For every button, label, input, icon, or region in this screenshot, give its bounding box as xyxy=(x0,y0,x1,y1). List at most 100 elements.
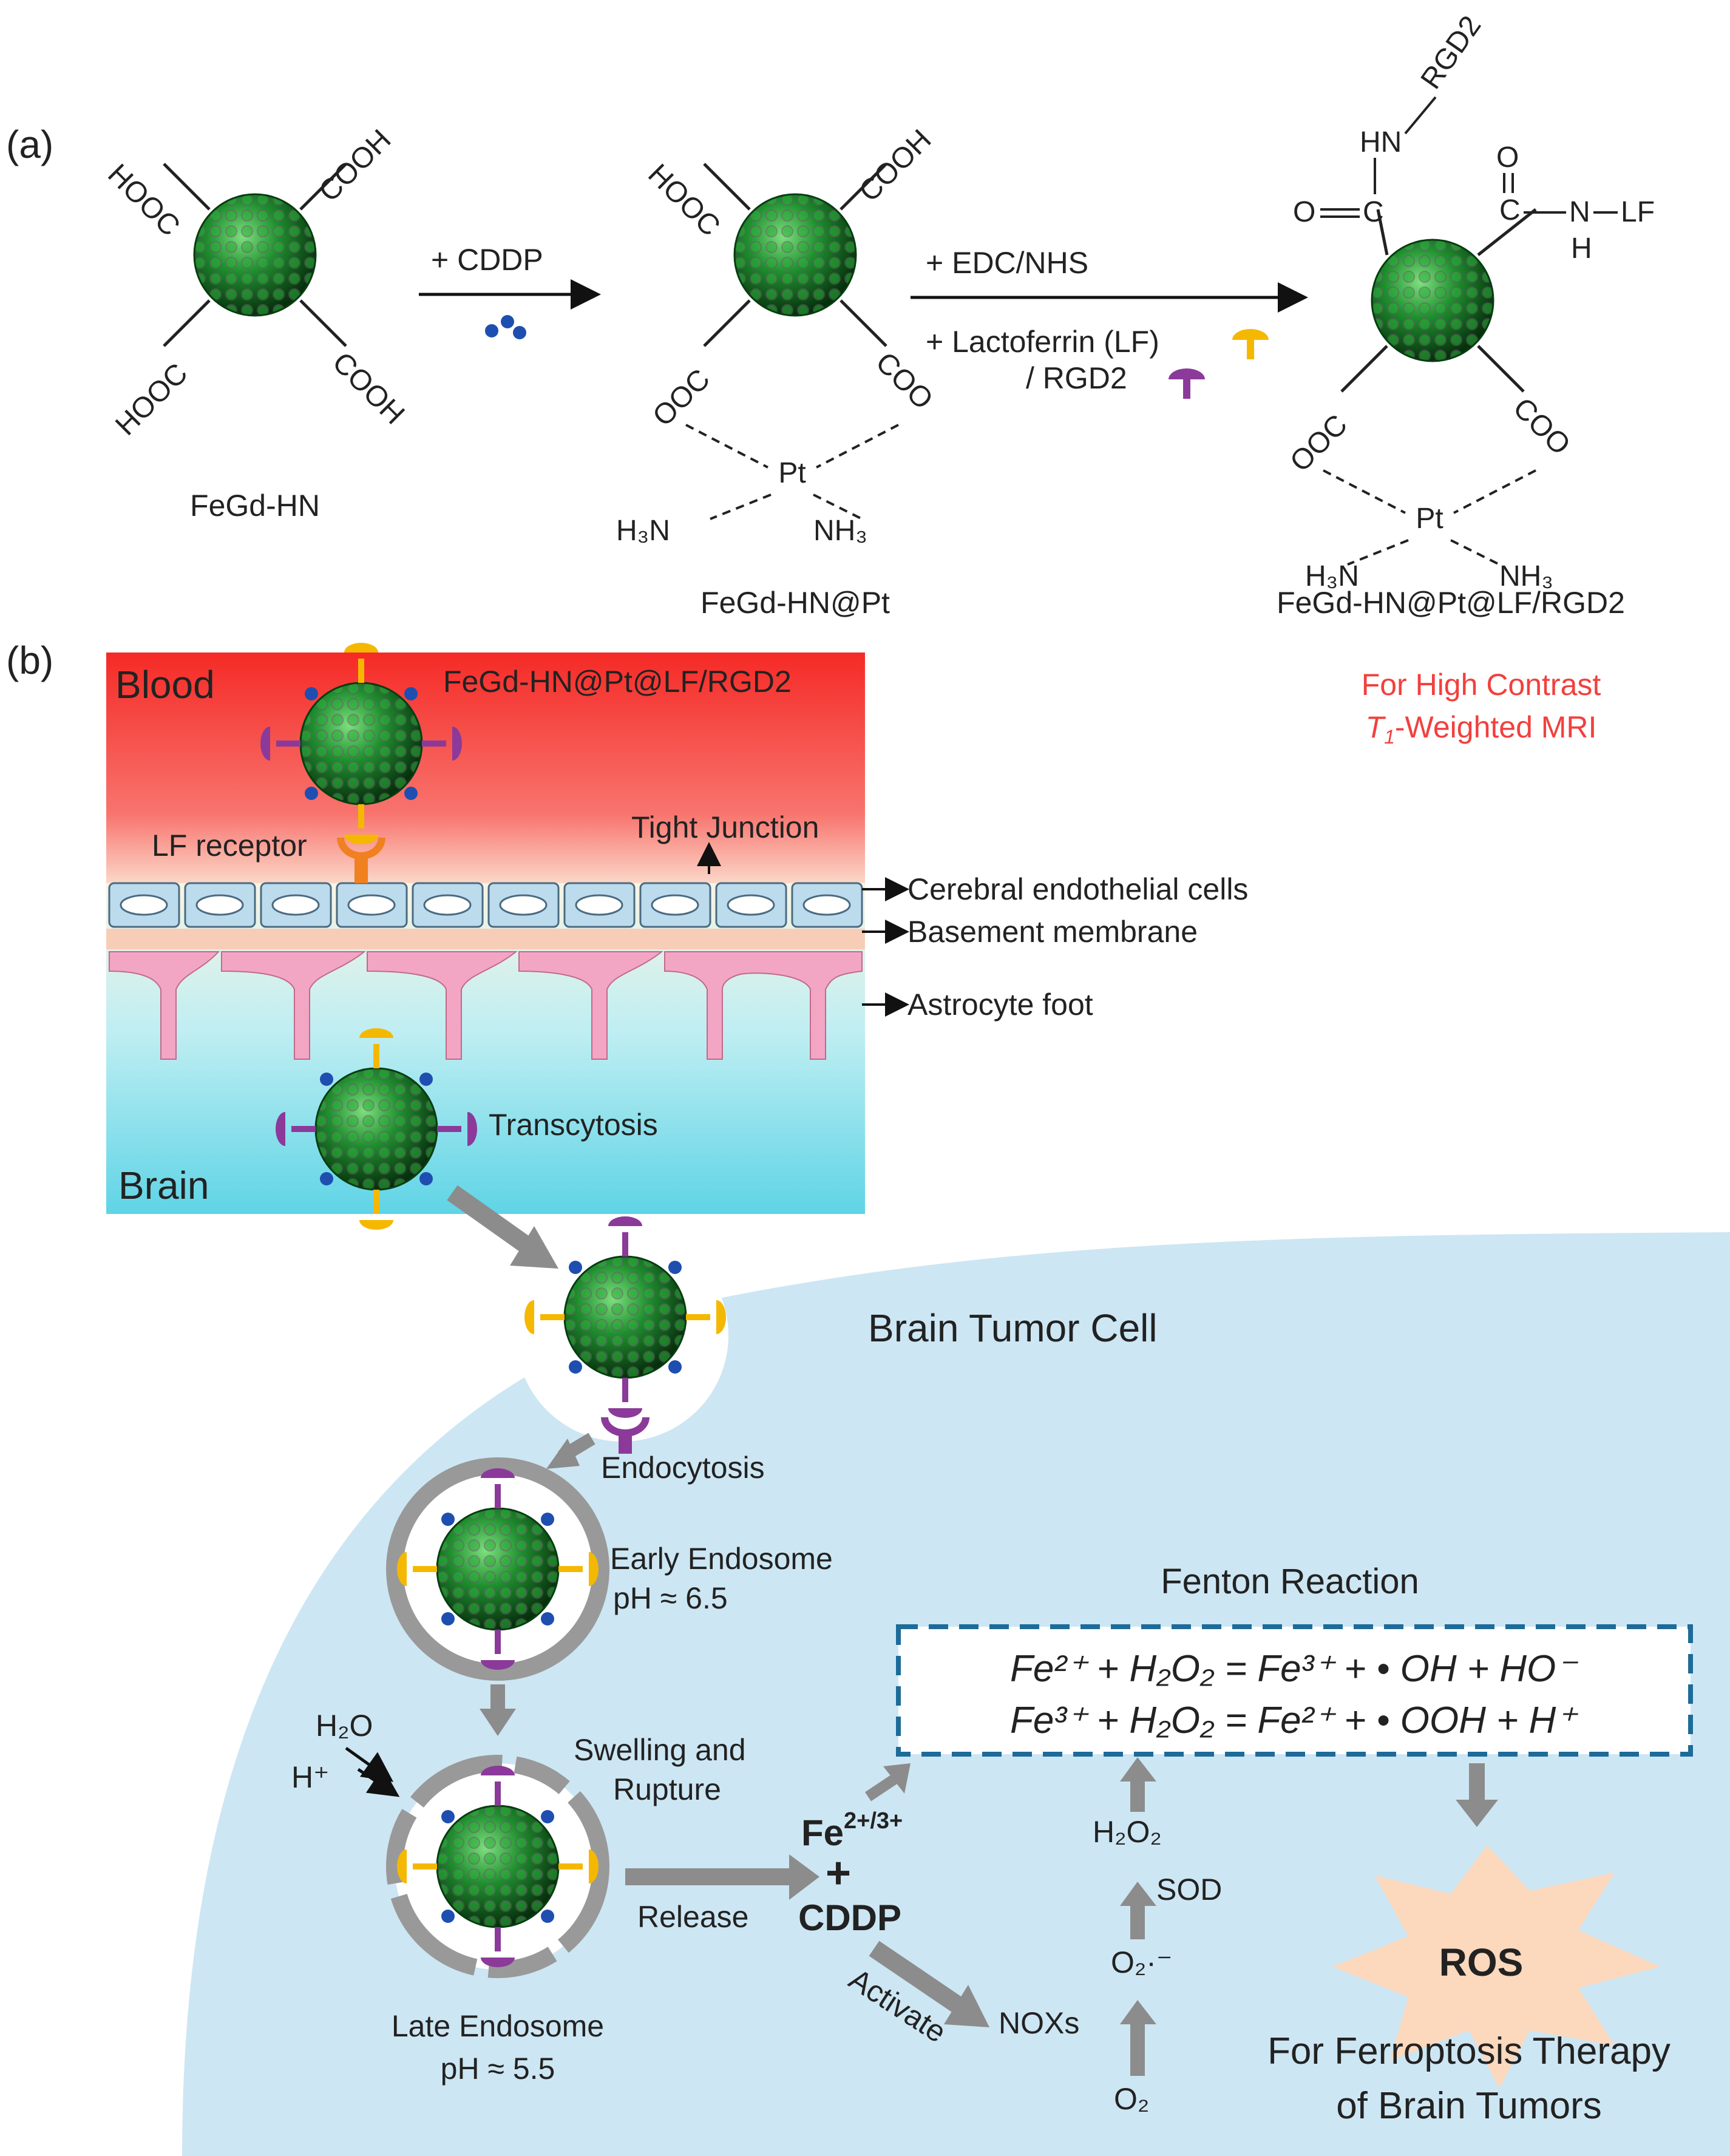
release-label: Release xyxy=(637,1900,748,1934)
ammine-right: NH₃ xyxy=(1499,560,1553,592)
step2-label-1: + EDC/NHS xyxy=(926,246,1088,280)
compound-fegd-hn: HOOC COOH HOOC COOH FeGd-HN xyxy=(101,123,410,523)
nanoparticle-core-2 xyxy=(733,193,857,317)
h2o2-up-arrow xyxy=(1120,1757,1156,1812)
layer-basement: Basement membrane xyxy=(907,915,1198,949)
lf-receptor-label: LF receptor xyxy=(152,829,307,863)
plus-sign: + xyxy=(826,1849,851,1897)
maturation-arrow xyxy=(480,1684,516,1736)
group-cooh-br: COOH xyxy=(326,346,410,430)
fe-charge: 2+/3+ xyxy=(844,1808,903,1834)
ammine-left: H₃N xyxy=(1305,560,1359,592)
amide-h: H xyxy=(1571,232,1592,265)
group-cooh-tr: COOH xyxy=(313,123,397,208)
mri-t-italic: T xyxy=(1366,710,1386,744)
group-hooc-bl: HOOC xyxy=(109,357,194,441)
ros-burst xyxy=(1332,1845,1660,2088)
blood-region xyxy=(106,653,865,883)
amide-c-left: C xyxy=(1363,196,1384,228)
group-hooc-tl: HOOC xyxy=(101,158,186,242)
endothelial-cells xyxy=(108,882,863,928)
h2o2-label: H₂O₂ xyxy=(1093,1815,1162,1849)
fe-symbol: Fe xyxy=(801,1812,844,1853)
endocytosis-label: Endocytosis xyxy=(601,1451,765,1485)
mri-t-sub: 1 xyxy=(1384,726,1395,748)
early-endosome xyxy=(386,1457,609,1681)
layer-callouts: Cerebral endothelial cells Basement memb… xyxy=(862,872,1248,1022)
amide-o-right: O xyxy=(1496,141,1519,174)
cddp-dot xyxy=(485,324,498,337)
lf-receptor xyxy=(337,838,385,883)
amide-hn: HN xyxy=(1360,126,1402,158)
layer-astrocyte: Astrocyte foot xyxy=(907,988,1093,1022)
fenton-equation-1: Fe²⁺ + H₂O₂ = Fe³⁺ + • OH + HO⁻ xyxy=(1010,1648,1578,1690)
cddp-dot xyxy=(501,315,514,328)
o2-label: O₂ xyxy=(1114,2082,1149,2116)
amide-rgd2: RGD2 xyxy=(1415,10,1488,95)
step1-label: + CDDP xyxy=(431,243,543,277)
fe-ion-label: Fe2+/3+ xyxy=(801,1808,903,1853)
transcytosis-label: Transcytosis xyxy=(489,1108,658,1142)
transcytosis-arrow xyxy=(447,1185,558,1269)
fenton-equation-2: Fe³⁺ + H₂O₂ = Fe²⁺ + • OOH + H⁺ xyxy=(1010,1700,1578,1741)
brain-label: Brain xyxy=(118,1164,209,1207)
basement-membrane xyxy=(106,929,865,949)
early-endosome-label: Early Endosome xyxy=(610,1542,833,1576)
water-label: H₂O xyxy=(316,1709,373,1743)
lf-ligand-icon xyxy=(1232,329,1269,359)
sod-label: SOD xyxy=(1156,1873,1222,1907)
platinum-atom: Pt xyxy=(778,457,806,489)
step2-label-2: + Lactoferrin (LF) xyxy=(926,325,1159,359)
endocytosis-arrow xyxy=(546,1432,595,1469)
late-ph-label: pH ≈ 5.5 xyxy=(441,2052,555,2086)
compound-fegd-hn-pt: HOOC COOH OOC COO Pt H₃N NH₃ FeGd-HN@Pt xyxy=(616,123,939,620)
tumor-cell-label: Brain Tumor Cell xyxy=(868,1306,1158,1350)
panel-b-label: (b) xyxy=(6,639,53,682)
early-ph-label: pH ≈ 6.5 xyxy=(613,1581,728,1615)
fenton-to-ros-arrow xyxy=(1456,1763,1498,1827)
o2-up-arrow xyxy=(1120,2000,1156,2076)
group-hooc-tl: HOOC xyxy=(642,158,726,242)
tumor-receptor xyxy=(601,1417,650,1454)
swelling-label-2: Rupture xyxy=(613,1772,721,1806)
nanoparticle-core-1 xyxy=(193,193,317,317)
activate-arrow xyxy=(869,1941,989,2027)
reaction-arrow-cddp: + CDDP xyxy=(419,243,601,339)
amide-o-left: O xyxy=(1293,196,1315,228)
superoxide-label: O₂·⁻ xyxy=(1111,1945,1172,1979)
noxs-label: NOXs xyxy=(999,2006,1079,2040)
therapy-label-2: of Brain Tumors xyxy=(1336,2085,1602,2127)
ros-label: ROS xyxy=(1439,1941,1524,1984)
late-endosome-label: Late Endosome xyxy=(392,2009,604,2043)
release-arrow xyxy=(625,1854,819,1900)
ammine-left: H₃N xyxy=(616,515,670,547)
reaction-arrow-edc: + EDC/NHS + Lactoferrin (LF) / RGD2 xyxy=(911,246,1308,399)
amide-n: N xyxy=(1569,196,1590,228)
group-ooc-bl: OOC xyxy=(1284,408,1354,478)
amide-lf: LF xyxy=(1621,196,1655,228)
cddp-label: CDDP xyxy=(798,1897,901,1938)
therapy-label-1: For Ferroptosis Therapy xyxy=(1267,2030,1671,2072)
compound-name-3: FeGd-HN@Pt@LF/RGD2 xyxy=(1277,586,1625,620)
mri-rest: -Weighted MRI xyxy=(1395,710,1597,744)
blood-label: Blood xyxy=(115,663,215,707)
cddp-dot xyxy=(513,326,526,339)
amide-c-right: C xyxy=(1499,194,1521,226)
group-ooc-bl: OOC xyxy=(646,363,716,433)
ammine-right: NH₃ xyxy=(813,515,867,547)
sod-up-arrow xyxy=(1120,1882,1156,1939)
late-endosome xyxy=(386,1755,609,1978)
group-cooh-tr: COOH xyxy=(853,123,937,208)
group-coo-br: COO xyxy=(1507,392,1576,461)
proton-label: H⁺ xyxy=(291,1760,330,1794)
mri-note-line2: T1-Weighted MRI xyxy=(1366,710,1597,748)
step2-label-3: / RGD2 xyxy=(1026,361,1127,395)
mri-note-line1: For High Contrast xyxy=(1362,668,1601,702)
panel-a-label: (a) xyxy=(6,123,53,166)
fenton-title: Fenton Reaction xyxy=(1161,1562,1419,1601)
platinum-atom: Pt xyxy=(1416,503,1443,535)
astrocyte-feet xyxy=(109,951,863,1060)
compound-name-1: FeGd-HN xyxy=(190,489,320,523)
rgd2-ligand-icon xyxy=(1169,368,1205,399)
